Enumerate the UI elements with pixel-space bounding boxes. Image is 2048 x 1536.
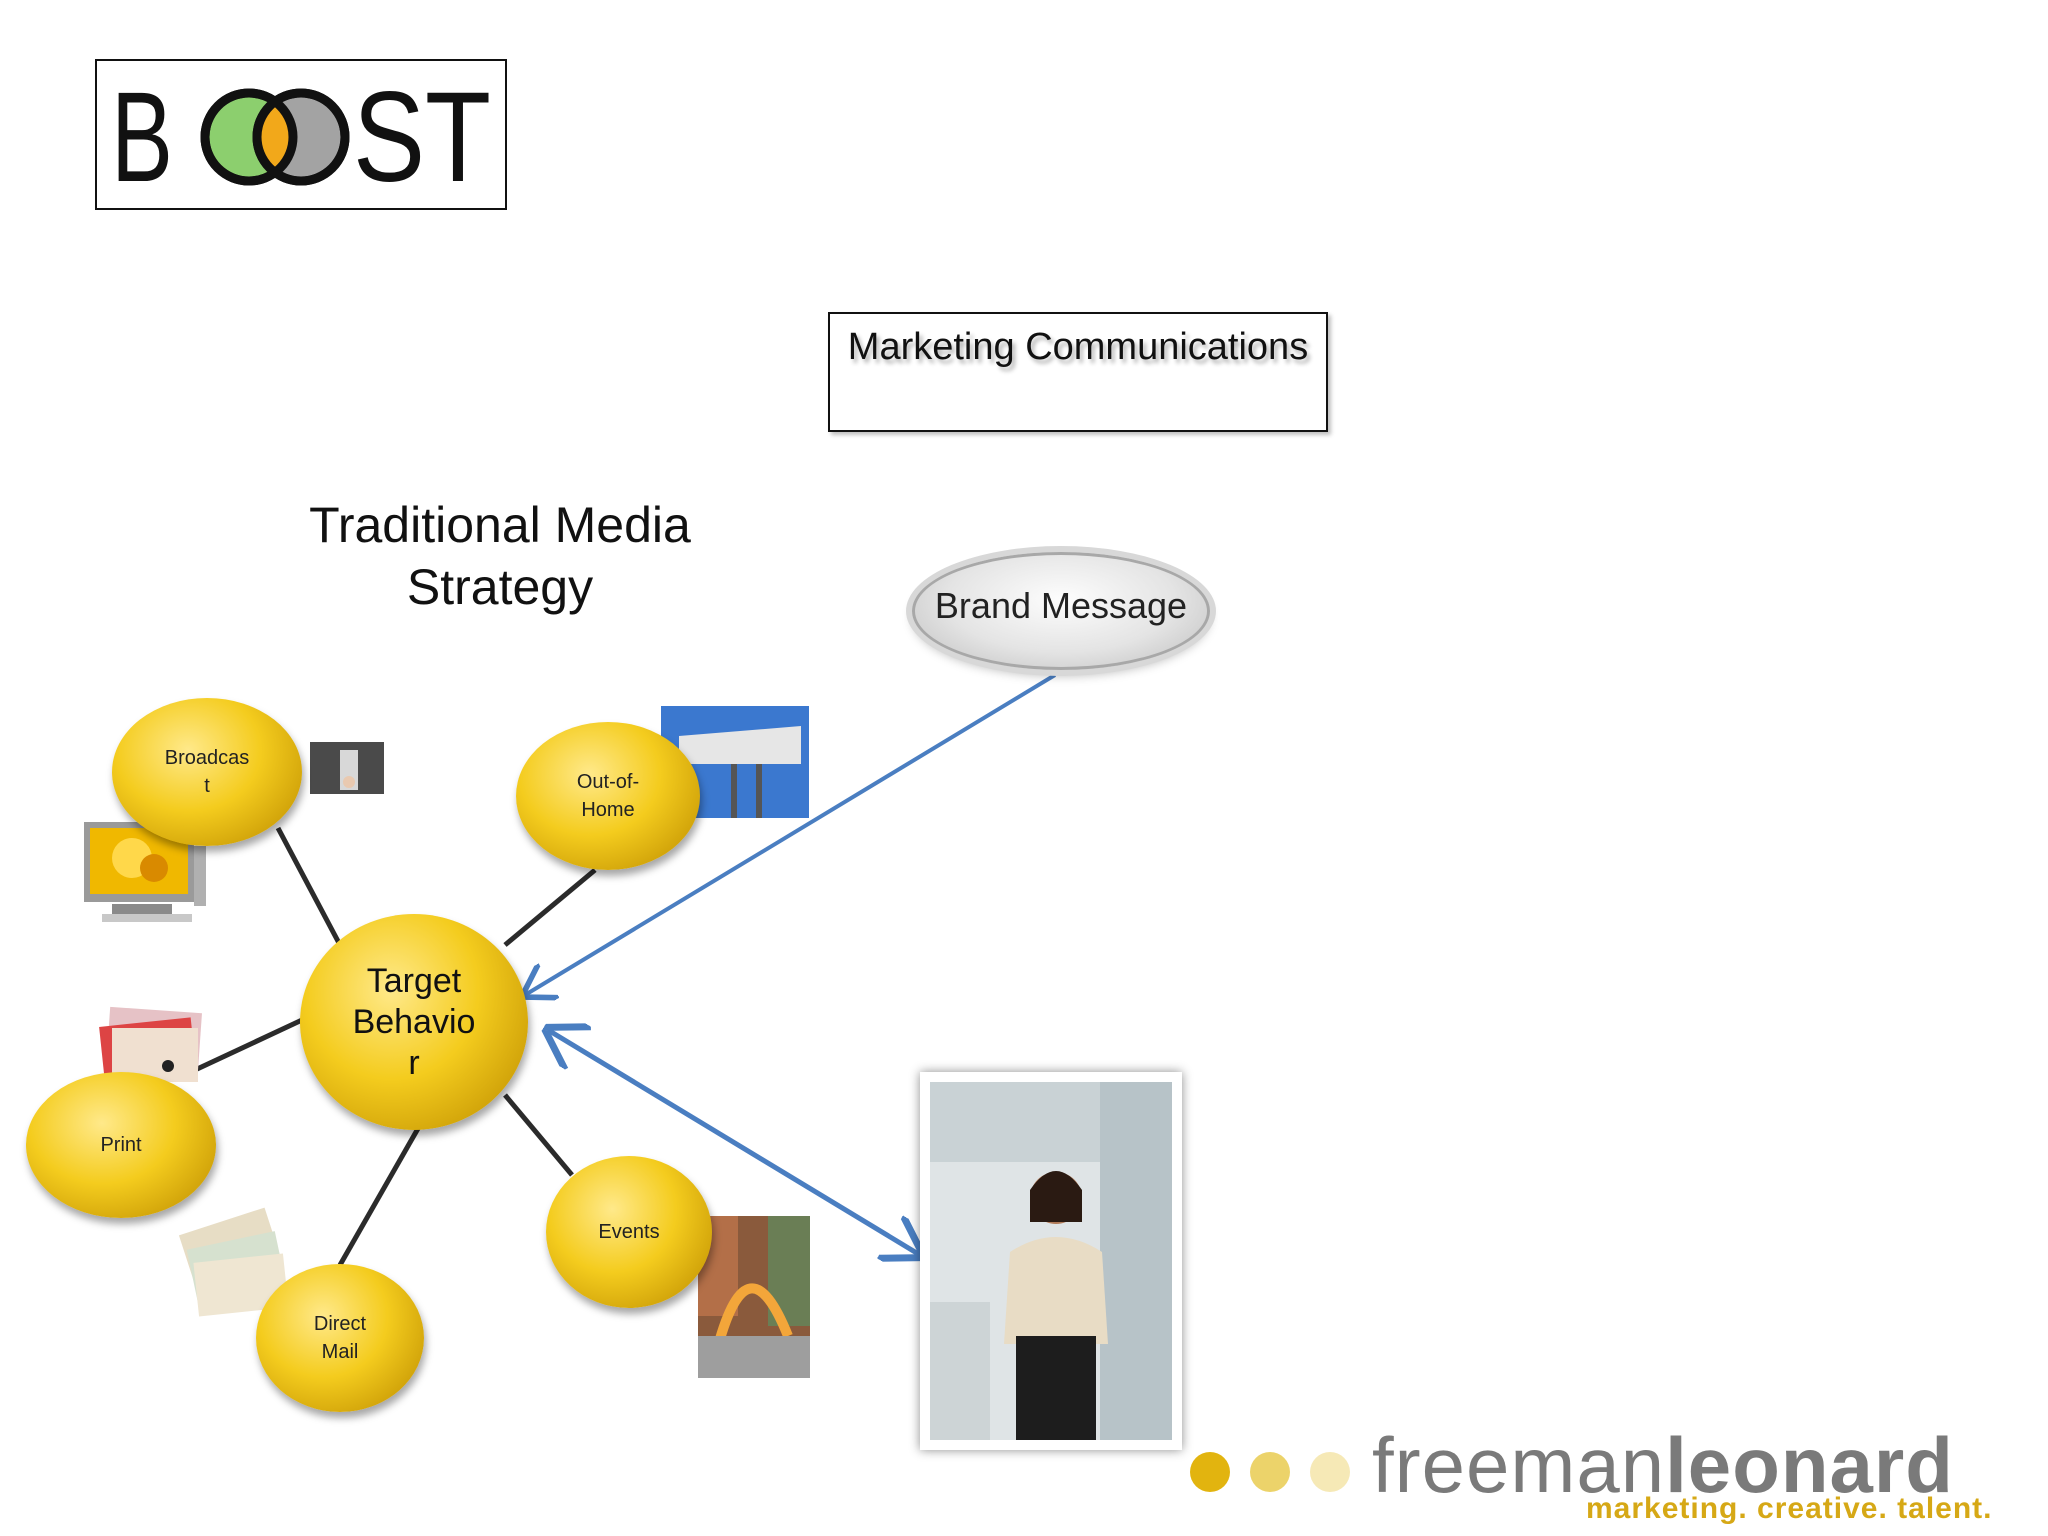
marketing-communications-box: Marketing Communications	[828, 312, 1328, 432]
footer-logo-dot-2	[1250, 1452, 1290, 1492]
connector-print	[193, 1017, 304, 1073]
connector-direct-mail	[337, 1123, 423, 1267]
diagram-title: Traditional Media Strategy	[280, 494, 720, 618]
node-direct-mail: Direct Mail	[256, 1264, 424, 1412]
node-broadcast: Broadcas t	[112, 698, 302, 846]
node-broadcast-label: Broadcas t	[164, 747, 250, 797]
brand-message-node: Brand Message	[912, 552, 1210, 670]
brand-message-label: Brand Message	[934, 585, 1188, 626]
node-print: Print	[26, 1072, 216, 1218]
footer-logo-name: freemanleonard	[1372, 1420, 1954, 1511]
footer-logo-tagline: marketing. creative. talent.	[1586, 1492, 1993, 1525]
arrow-brand-to-target	[525, 673, 1057, 995]
footer-logo-name-light: freeman	[1372, 1421, 1666, 1509]
diagram-title-line1: Traditional Media	[309, 497, 691, 553]
node-out-of-home: Out-of- Home	[516, 722, 700, 870]
connector-broadcast	[275, 826, 343, 947]
person-photo	[920, 1072, 1182, 1450]
svg-text:ST: ST	[353, 66, 491, 208]
svg-text:B: B	[111, 66, 173, 208]
connector-out-of-home	[503, 868, 597, 947]
node-print-label: Print	[100, 1134, 142, 1156]
print-magazines-image	[98, 1000, 206, 1092]
direct-mail-image	[176, 1200, 294, 1320]
diagram-title-line2: Strategy	[406, 559, 594, 615]
boost-logo: B ST	[95, 59, 507, 210]
broadcast-tv-image	[82, 816, 212, 930]
boost-logo-mark: B ST	[111, 66, 491, 209]
connector-events	[503, 1093, 574, 1177]
node-target-behavior: Target Behavio r	[300, 914, 528, 1130]
marketing-communications-label: Marketing Communications	[847, 326, 1309, 368]
footer-logo-dot-1	[1190, 1452, 1230, 1492]
node-direct-mail-label: Direct Mail	[313, 1313, 367, 1363]
broadcast-remote-image	[310, 742, 384, 794]
node-events-label: Events	[598, 1221, 660, 1243]
footer-logo-dot-3	[1310, 1452, 1350, 1492]
arrow-target-to-person	[548, 1030, 920, 1255]
node-events: Events	[546, 1156, 712, 1308]
node-out-of-home-label: Out-of- Home	[576, 771, 640, 821]
footer-logo-name-bold: leonard	[1665, 1421, 1954, 1509]
node-target-behavior-label: Target Behavio r	[352, 961, 476, 1082]
events-crowd-image	[698, 1216, 810, 1378]
